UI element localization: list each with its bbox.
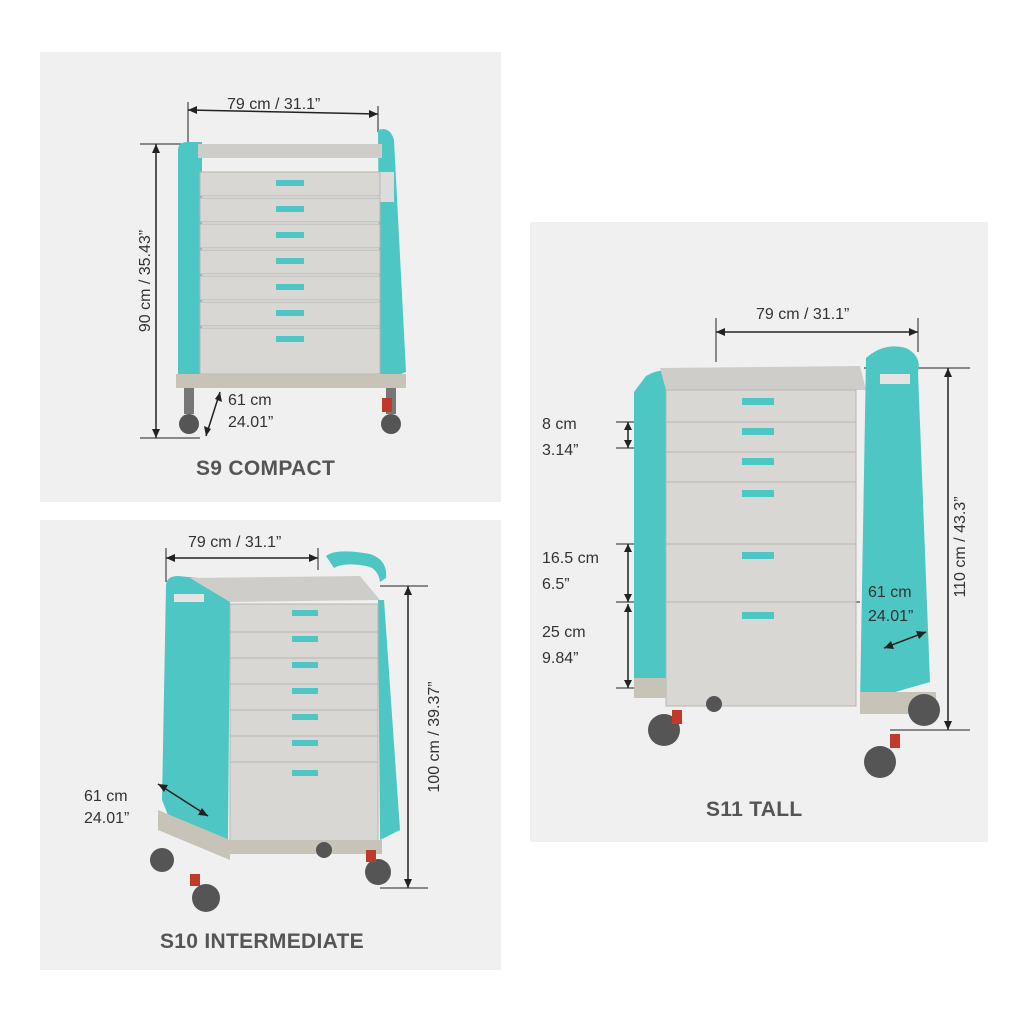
s11-depth-in-label: 24.01” <box>868 608 914 625</box>
s11-title: S11 TALL <box>706 798 803 821</box>
s11-drawer-small-cm-label: 8 cm <box>542 416 577 433</box>
s11-panel: 79 cm / 31.1” 110 cm / 43.3” 8 cm 3.14” … <box>530 222 988 842</box>
s10-depth-in-label: 24.01” <box>84 810 130 827</box>
s9-width-label: 79 cm / 31.1” <box>227 96 321 113</box>
s11-width-label: 79 cm / 31.1” <box>756 306 850 323</box>
s11-drawer-large-in-label: 9.84” <box>542 650 579 667</box>
s9-title: S9 COMPACT <box>196 457 336 480</box>
s11-drawer-small-in-label: 3.14” <box>542 442 579 459</box>
s9-panel: 79 cm / 31.1” 90 cm / 35.43” 61 cm 24.01… <box>40 52 501 502</box>
s10-height-label: 100 cm / 39.37” <box>426 681 443 793</box>
s9-height-label: 90 cm / 35.43” <box>137 229 154 333</box>
s9-depth-cm-label: 61 cm <box>228 392 272 409</box>
s11-height-label: 110 cm / 43.3” <box>952 496 969 598</box>
s10-panel: 79 cm / 31.1” 100 cm / 39.37” 61 cm 24.0… <box>40 520 501 970</box>
s11-depth-cm-label: 61 cm <box>868 584 912 601</box>
s9-cart-illustration <box>140 102 406 439</box>
s10-title: S10 INTERMEDIATE <box>160 930 364 953</box>
s10-cart-illustration <box>150 548 428 912</box>
s11-drawer-large-cm-label: 25 cm <box>542 624 586 641</box>
s11-drawer-medium-in-label: 6.5” <box>542 576 570 593</box>
s9-depth-in-label: 24.01” <box>228 414 274 431</box>
s11-cart-illustration <box>616 318 970 778</box>
s10-depth-cm-label: 61 cm <box>84 788 128 805</box>
s10-width-label: 79 cm / 31.1” <box>188 534 282 551</box>
s11-drawer-medium-cm-label: 16.5 cm <box>542 550 599 567</box>
